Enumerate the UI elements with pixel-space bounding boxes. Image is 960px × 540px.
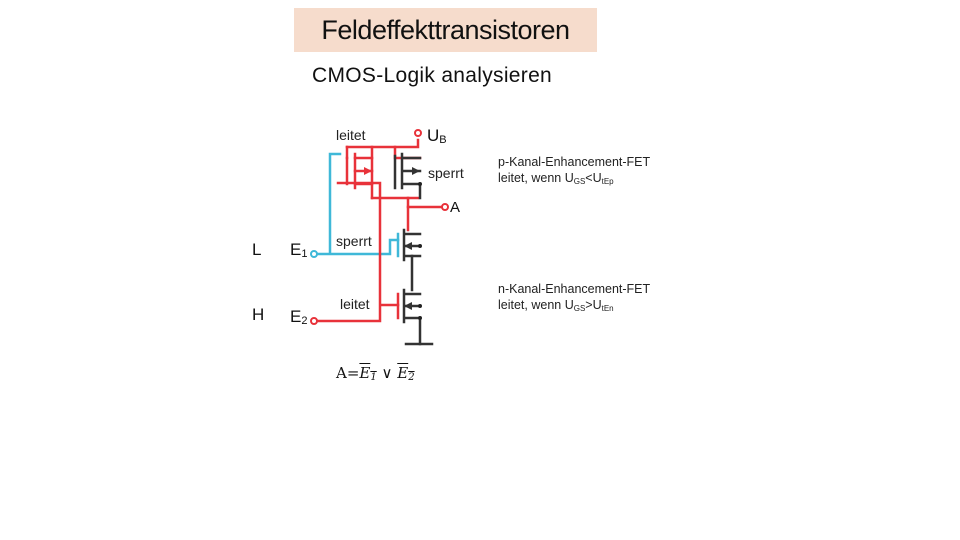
nfet-desc-line2: leitet, wenn UGS>UtEn [498, 297, 650, 317]
pfet-left-arrow [364, 167, 372, 175]
state-pfet-right: sperrt [428, 165, 464, 181]
input2-wire [312, 181, 400, 323]
output-terminal [441, 203, 449, 211]
pfet-right-source [393, 145, 422, 160]
pfet-desc-line1: p-Kanal-Enhancement-FET [498, 155, 651, 169]
formula-term1-sub: 1 [370, 372, 377, 383]
pfet-desc-line2: leitet, wenn UGS<UtEp [498, 170, 650, 190]
supply-terminal [414, 129, 422, 137]
input1-label: E1 [290, 240, 307, 260]
page-title: Feldeffekttransistoren [321, 14, 570, 45]
supply-label-text: U [427, 126, 440, 145]
junction-dot [418, 244, 422, 248]
input2-label-sub: 2 [301, 315, 308, 327]
formula-term1-text: E [359, 364, 371, 382]
input1-label-sub: 1 [301, 248, 308, 260]
state-nfet-upper: sperrt [336, 233, 372, 249]
nfet-lower-arrow [404, 302, 412, 310]
nfet-description: n-Kanal-Enhancement-FET leitet, wenn UGS… [498, 281, 650, 317]
pfet-description: p-Kanal-Enhancement-FET leitet, wenn UGS… [498, 154, 650, 190]
supply-rail [345, 138, 420, 149]
pfet-desc-sub2: tEp [601, 177, 614, 186]
input2-terminal [310, 317, 318, 325]
logic-formula: A=E1 ∨ E2 [336, 364, 415, 383]
junction-dot [418, 182, 422, 186]
nfet-upper-arrow [404, 242, 412, 250]
state-pfet-left: leitet [336, 127, 366, 143]
input1-level: L [252, 240, 262, 259]
formula-term2-text: E [397, 364, 409, 382]
formula-term1: E1 [359, 364, 377, 383]
pfet-desc-prefix: leitet, wenn U [498, 171, 574, 185]
nfet-desc-line1: n-Kanal-Enhancement-FET [498, 282, 651, 296]
page-subtitle: CMOS-Logik analysieren [312, 64, 553, 87]
formula-term2-sub: 2 [408, 372, 415, 383]
input2-level: H [252, 305, 265, 324]
nfet-desc-sub1: GS [573, 304, 586, 313]
input1-label-text: E [290, 240, 302, 259]
nfet-upper-channel [402, 228, 422, 262]
input1-wire [312, 152, 400, 256]
output-label: A [450, 199, 461, 216]
pfet-right-body [400, 152, 422, 190]
nfet-desc-mid: >U [585, 298, 602, 312]
formula-lhs: A= [336, 364, 360, 382]
state-nfet-lower: leitet [340, 296, 370, 312]
pfet-desc-mid: <U [585, 171, 602, 185]
nfet-desc-prefix: leitet, wenn U [498, 298, 574, 312]
input2-label: E2 [290, 307, 307, 327]
supply-label-sub: B [439, 134, 447, 146]
nfet-desc-sub2: tEn [601, 304, 614, 313]
output-line [406, 196, 447, 209]
formula-term2: E2 [397, 364, 415, 383]
pfet-desc-sub1: GS [573, 177, 586, 186]
input2-label-text: E [290, 307, 302, 326]
junction-dot [418, 304, 422, 308]
supply-label: UB [427, 126, 447, 146]
junction-dot [418, 316, 422, 320]
pfet-right-arrow [412, 167, 420, 175]
formula-operator: ∨ [376, 364, 398, 382]
input1-terminal [310, 250, 318, 258]
title-box: Feldeffekttransistoren [294, 8, 597, 52]
